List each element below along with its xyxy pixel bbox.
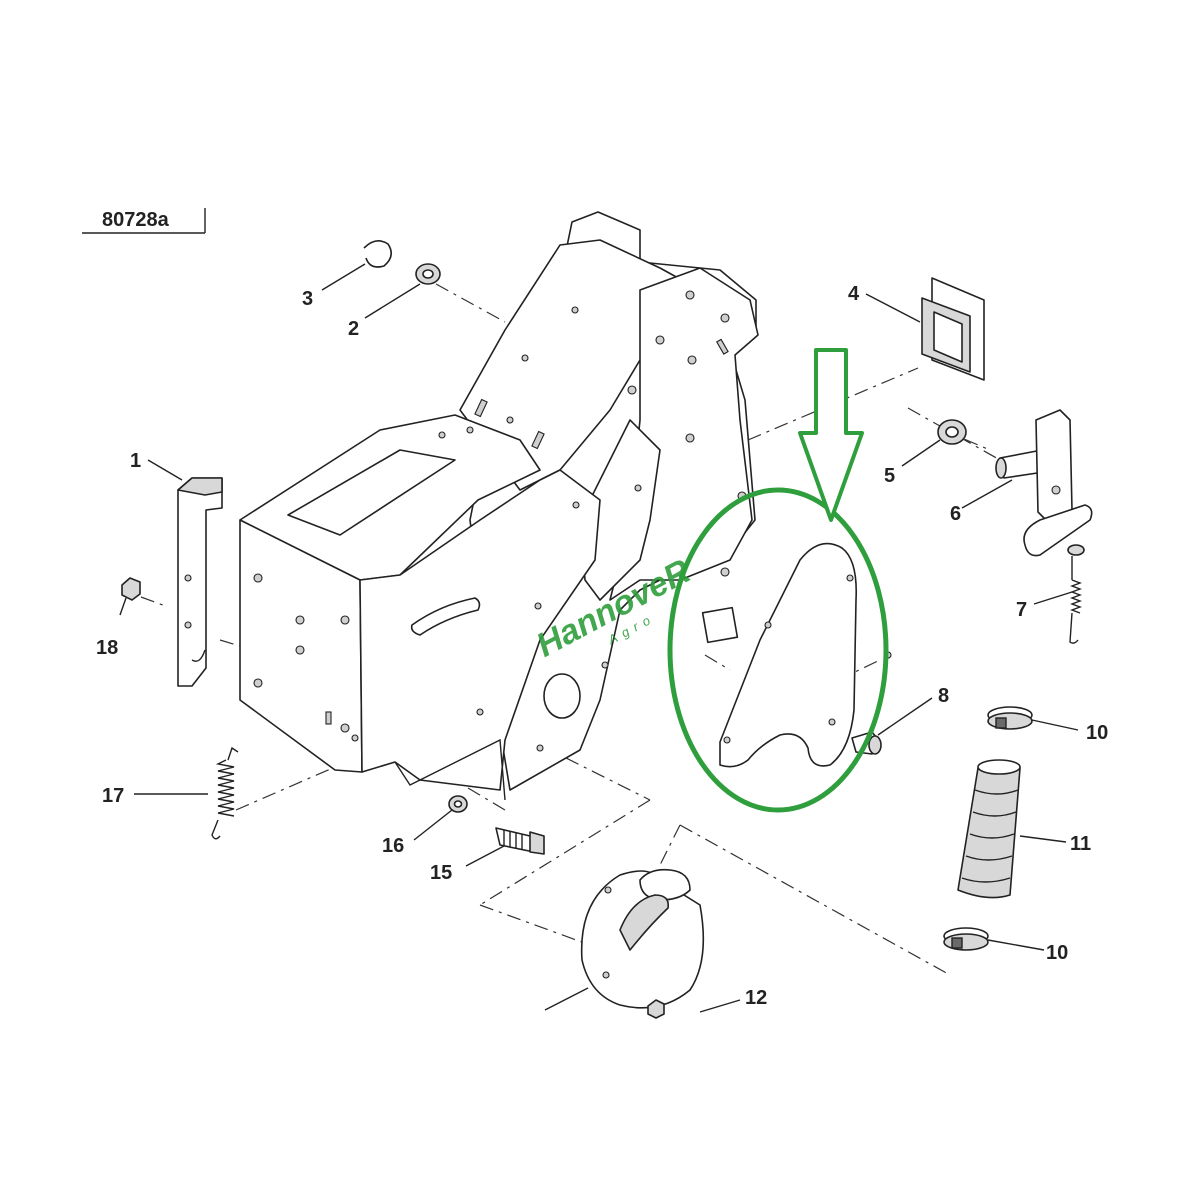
main-frame <box>239 211 759 801</box>
callout-labels: 1 2 3 4 5 6 7 8 10 10 11 12 15 16 17 18 <box>96 283 1108 1009</box>
highlight-marker <box>667 348 889 813</box>
part-11-hose <box>957 759 1021 899</box>
housing-side-face <box>359 469 601 791</box>
callout-4: 4 <box>848 283 860 305</box>
part-7-spring-pin <box>1067 544 1085 644</box>
frame-plate-opening <box>579 419 661 601</box>
callout-15: 15 <box>430 862 452 884</box>
part-1-latch-bracket <box>177 477 223 687</box>
callout-17: 17 <box>102 785 124 807</box>
part-5-washer <box>937 419 967 445</box>
part-17-spring <box>211 746 239 840</box>
part-6-handle-pin <box>995 409 1093 557</box>
frame-holes <box>253 290 747 752</box>
callout-1: 1 <box>130 450 141 472</box>
highlight-down-arrow <box>798 348 864 522</box>
part-10-hose-clamp-top <box>987 706 1033 730</box>
diagram-number-tag: 80728a <box>82 208 206 234</box>
diagram-number: 80728a <box>102 209 170 231</box>
callout-5: 5 <box>884 465 895 487</box>
part-4-grommet <box>921 277 985 381</box>
callout-11: 11 <box>1070 833 1091 855</box>
callout-2: 2 <box>348 318 359 340</box>
callout-7: 7 <box>1016 599 1027 621</box>
callout-10-top: 10 <box>1086 722 1108 744</box>
part-3-circlip <box>363 240 392 268</box>
highlight-ellipse <box>667 487 889 813</box>
leader-lines <box>119 263 1079 1013</box>
part-14-outlet-cover <box>580 868 705 1009</box>
part-10-hose-clamp-bottom <box>943 927 989 951</box>
part-16-washer <box>448 795 468 813</box>
housing-bottom-edge <box>394 738 506 801</box>
callout-12: 12 <box>745 987 767 1009</box>
housing-top-opening <box>287 449 456 536</box>
callout-16: 16 <box>382 835 404 857</box>
callout-3: 3 <box>302 288 313 310</box>
frame-bracket <box>701 606 739 644</box>
part-18-nut <box>121 577 141 601</box>
callout-18: 18 <box>96 637 118 659</box>
frame-large-hole <box>543 673 581 719</box>
housing-slot <box>410 597 481 636</box>
callout-8: 8 <box>938 685 949 707</box>
part-2-washer <box>415 263 441 285</box>
part-12-nut <box>647 999 665 1019</box>
part-15-bolt <box>495 827 545 855</box>
callout-10-bottom: 10 <box>1046 942 1068 964</box>
callout-6: 6 <box>950 503 961 525</box>
highlighted-cover-plate <box>719 542 892 768</box>
